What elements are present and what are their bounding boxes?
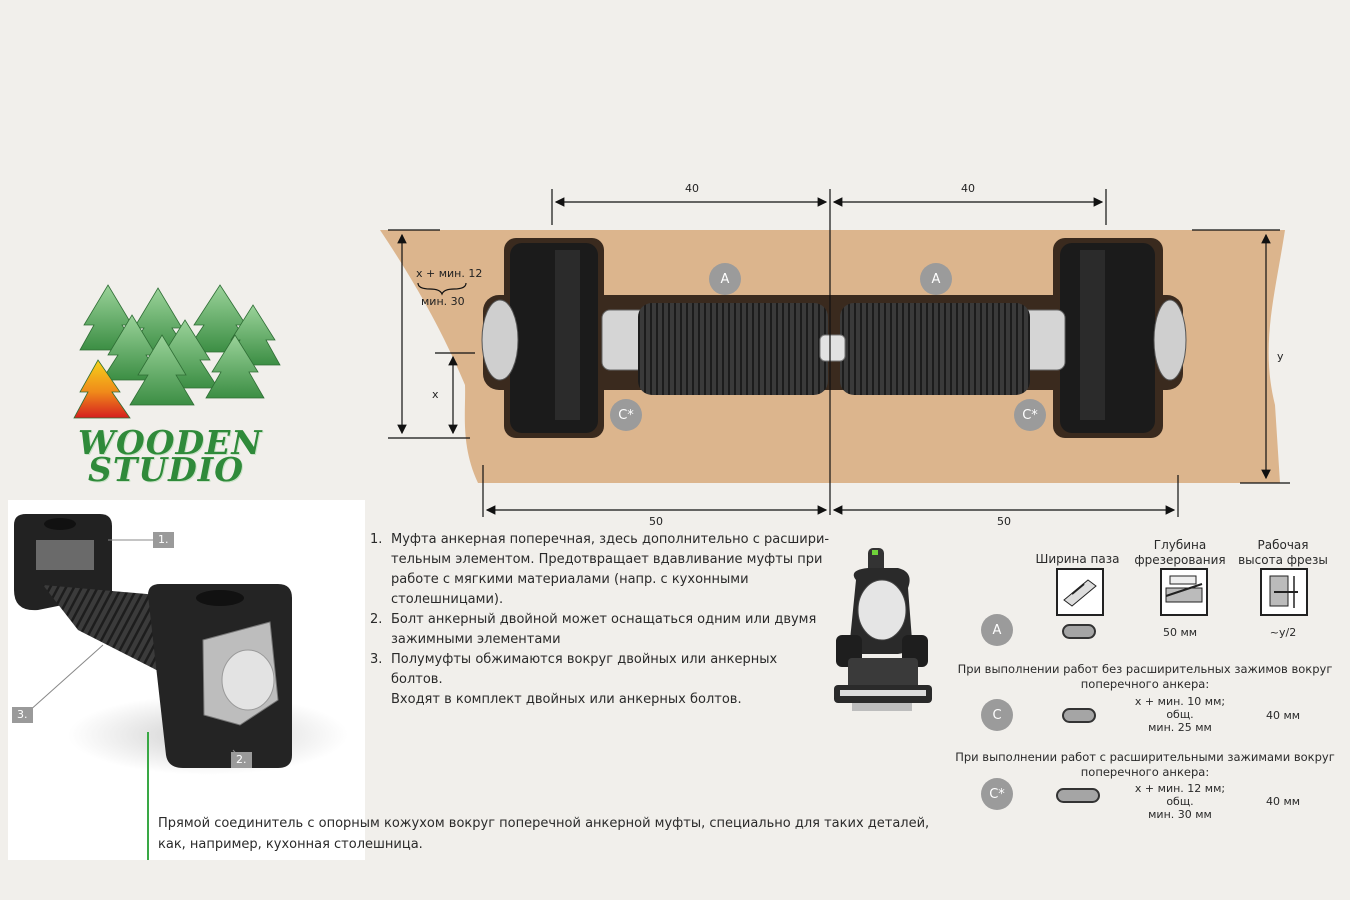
milling-depth-icon [1160,568,1208,616]
callout-3: 3. [12,707,33,723]
connector-dimension-drawing: 40 40 50 50 x + мин. 12 мин. 30 x y A A … [380,175,1300,535]
description-item-1: 1. Муфта анкерная поперечная, здесь допо… [370,530,830,610]
description-number: 2. [370,612,383,627]
description-number: 1. [370,532,383,547]
height-a: ~y/2 [1269,626,1297,639]
logo-text-wooden: WOODEN [78,423,263,462]
wooden-studio-logo: WOODEN STUDIO [70,280,285,490]
slot-shape-c [1062,708,1096,723]
description-number: 3. [370,652,383,667]
description-item-3: 3. Полумуфты обжимаются вокруг двойных и… [370,650,830,710]
height-c: 40 мм [1265,709,1301,722]
connector-photo [14,514,348,860]
header-slot-width: Ширина паза [1035,552,1120,566]
router-tool-image [828,540,936,720]
badge-a-left: A [709,263,741,295]
description-item-2: 2. Болт анкерный двойной может оснащатьс… [370,610,830,650]
cutter-height-icon [1260,568,1308,616]
badge-cstar-left: C* [610,399,642,431]
slot-shape-a [1062,624,1096,639]
dim-x-min-12: x + мин. 12 [416,267,483,280]
photo-caption: Прямой соединитель с опорным кожухом вок… [158,816,930,852]
logo-text-studio: STUDIO [88,450,244,489]
drawing-graphic [380,189,1290,517]
dim-y: y [1277,350,1284,363]
dim-top-left: 40 [685,182,699,195]
ribbed-sleeve-left [638,303,828,395]
badge-a: A [981,614,1013,646]
dim-x: x [432,388,439,401]
milling-spec-table: Ширина паза Глубина фрезерования Рабочая… [950,535,1340,835]
dim-bottom-right: 50 [997,515,1011,528]
pine-trees-icon [73,284,281,419]
slot-width-icon [1056,568,1104,616]
callout-2: 2. [231,752,252,768]
cam-housing-right [1060,243,1155,433]
note-with-expansion: При выполнении работ с расширительными з… [955,750,1335,779]
ribbed-sleeve-right [840,303,1030,395]
component-description-list: 1. Муфта анкерная поперечная, здесь допо… [370,530,830,710]
header-cutter-height: Рабочая высота фрезы [1238,538,1328,567]
slot-shape-cstar [1056,788,1100,803]
description-text: Муфта анкерная поперечная, здесь дополни… [391,532,830,607]
dim-min-30: мин. 30 [421,295,465,308]
note-without-expansion: При выполнении работ без расширительных … [957,662,1333,691]
depth-a: 50 мм [1162,626,1198,639]
badge-c: C [981,699,1013,731]
header-milling-depth: Глубина фрезерования [1134,538,1226,567]
description-text: Болт анкерный двойной может оснащаться о… [391,612,817,647]
badge-a-right: A [920,263,952,295]
dim-top-right: 40 [961,182,975,195]
description-text: Полумуфты обжимаются вокруг двойных или … [391,652,778,707]
cam-housing-left [510,243,598,433]
product-photo-panel: 1. 2. 3. [8,500,365,860]
depth-c: x + мин. 10 мм; общ. мин. 25 мм [1134,695,1226,734]
router-icon [828,540,936,720]
badge-cstar: C* [981,778,1013,810]
callout-1: 1. [153,532,174,548]
badge-cstar-right: C* [1014,399,1046,431]
depth-cstar: x + мин. 12 мм; общ. мин. 30 мм [1134,782,1226,821]
dim-bottom-left: 50 [649,515,663,528]
height-cstar: 40 мм [1265,795,1301,808]
